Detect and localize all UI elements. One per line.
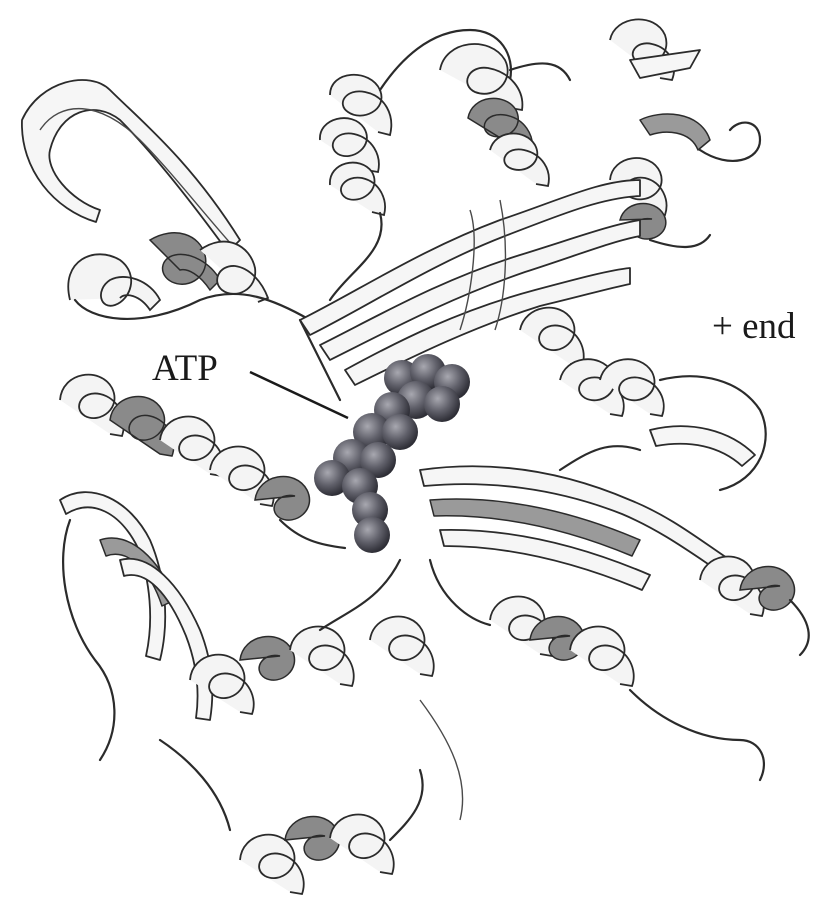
upper-left-helix (68, 233, 310, 320)
lower-middle-helices (370, 560, 764, 780)
right-lower-helix (700, 557, 809, 655)
bottom-helix (240, 770, 423, 894)
top-right-helices (440, 44, 570, 186)
upper-left-sheet (22, 80, 240, 252)
far-right-top-structure (610, 19, 760, 247)
left-lower-sheet (60, 492, 212, 760)
plus-end-label: + end (712, 308, 796, 345)
atp-label: ATP (152, 350, 218, 387)
atp-leader-line (250, 372, 348, 418)
atp-molecule (314, 354, 470, 553)
lower-left-helices (160, 627, 354, 830)
central-lower-sheet (420, 466, 730, 590)
central-upper-sheet (300, 180, 640, 385)
